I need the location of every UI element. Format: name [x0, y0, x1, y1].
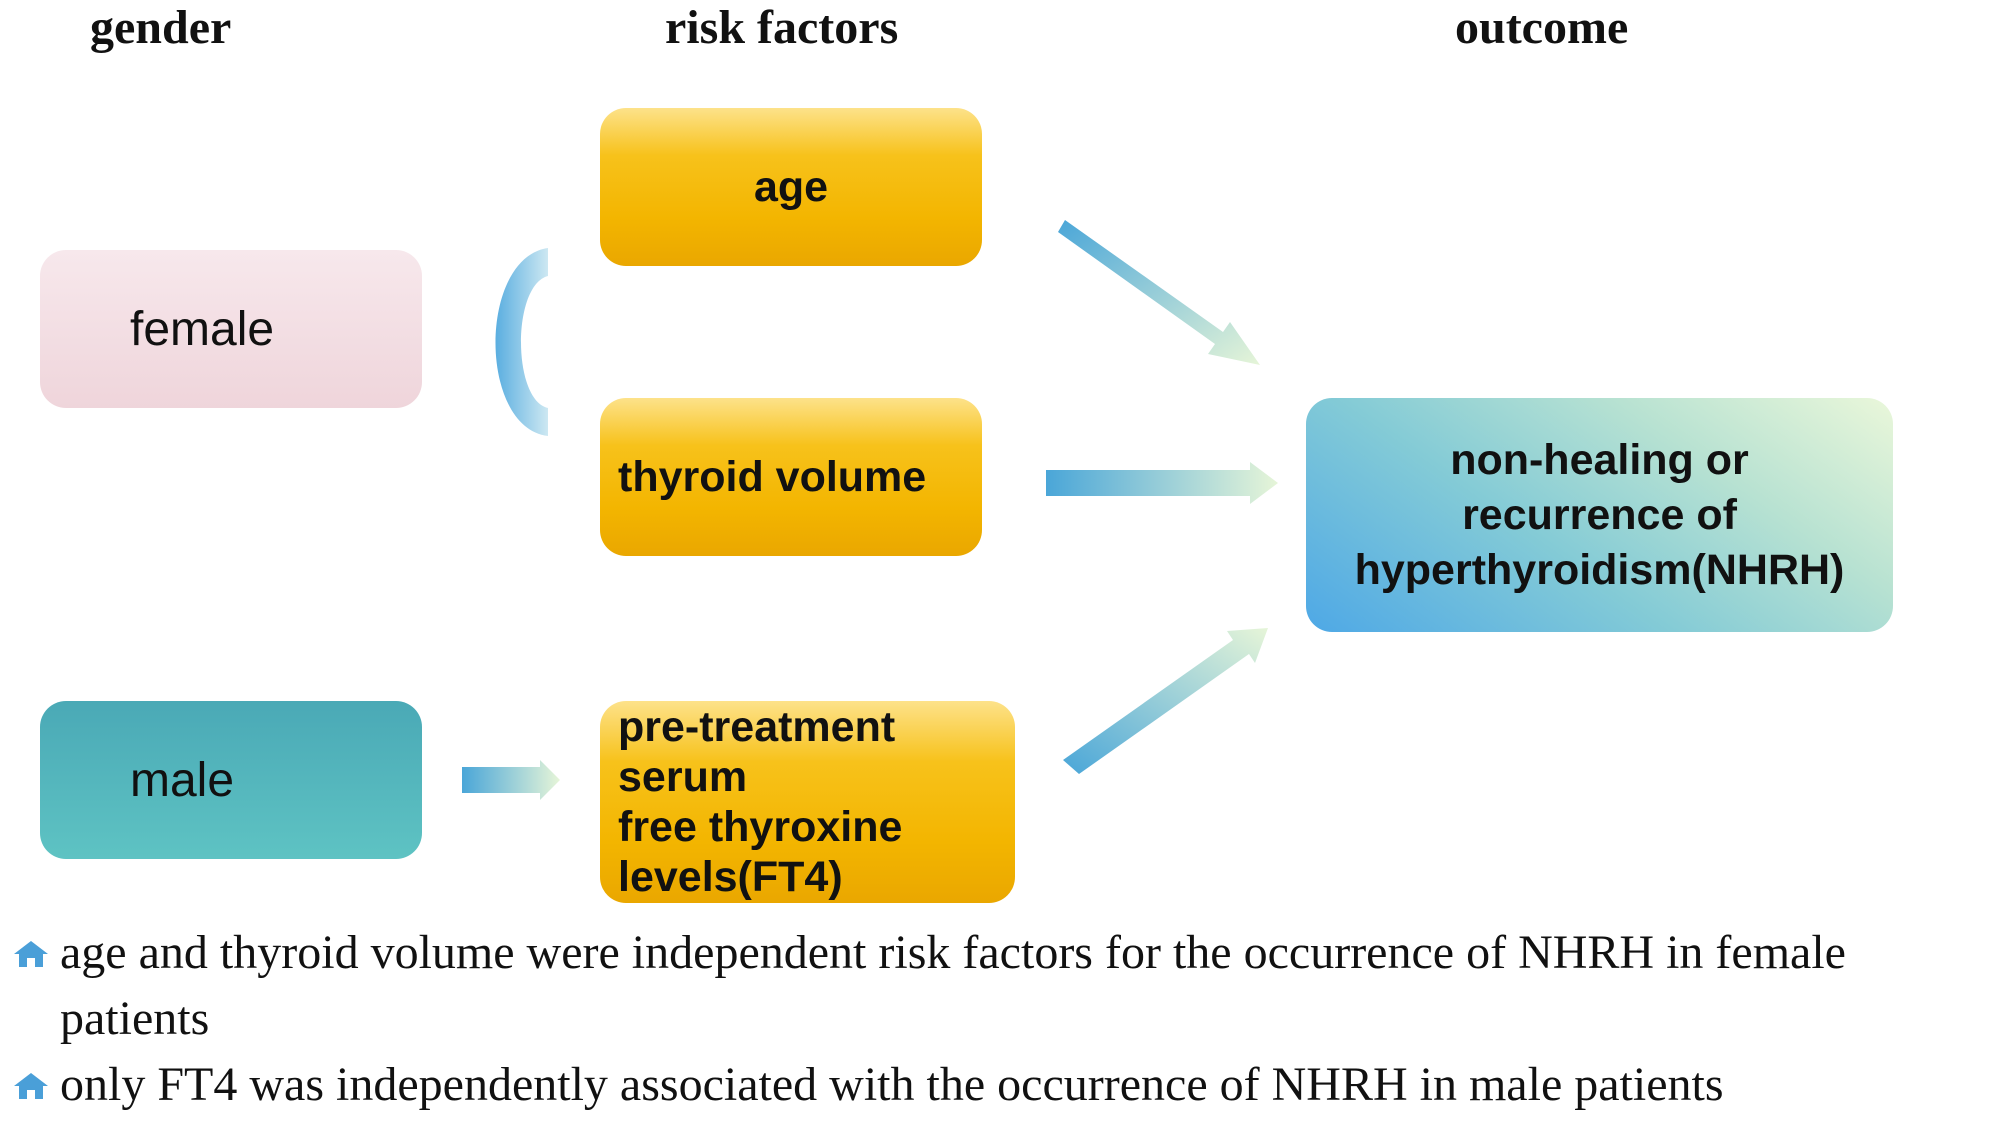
age-box: age — [600, 108, 982, 266]
house-bullet-icon — [14, 1073, 48, 1099]
female-bracket — [495, 248, 548, 436]
house-bullet-icon — [14, 941, 48, 967]
ft4-label: pre-treatment serum free thyroxine level… — [618, 702, 1015, 902]
note-text-female: age and thyroid volume were independent … — [60, 926, 1846, 1045]
male-box: male — [40, 701, 422, 859]
thyroid-volume-box: thyroid volume — [600, 398, 982, 556]
female-box: female — [40, 250, 422, 408]
outcome-box: non-healing or recurrence of hyperthyroi… — [1306, 398, 1893, 632]
outcome-label: non-healing or recurrence of hyperthyroi… — [1355, 433, 1845, 598]
outcome-label-line-3: hyperthyroidism(NHRH) — [1354, 545, 1845, 594]
header-outcome: outcome — [1455, 1, 1629, 54]
note-item: age and thyroid volume were independent … — [0, 920, 2000, 1052]
ft4-box: pre-treatment serum free thyroxine level… — [600, 701, 1015, 903]
outcome-label-line-2: recurrence of — [1462, 490, 1737, 539]
arrow-ft4-to-outcome — [1063, 628, 1268, 774]
header-risk-factors: risk factors — [665, 1, 899, 54]
ft4-label-line-3: levels(FT4) — [618, 853, 843, 901]
note-item: only FT4 was independently associated wi… — [0, 1052, 2000, 1118]
note-text-male: only FT4 was independently associated wi… — [60, 1058, 1724, 1111]
notes-list: age and thyroid volume were independent … — [0, 920, 2000, 1118]
male-label: male — [130, 753, 235, 807]
arrow-age-to-outcome — [1058, 220, 1260, 365]
ft4-label-line-2: free thyroxine — [618, 803, 903, 851]
thyroid-volume-label: thyroid volume — [618, 453, 927, 501]
arrow-thyroid-volume-to-outcome — [1046, 462, 1278, 504]
ft4-label-line-1: pre-treatment serum — [618, 703, 896, 801]
outcome-label-line-1: non-healing or — [1450, 435, 1749, 484]
female-label: female — [130, 302, 275, 356]
header-gender: gender — [90, 1, 232, 54]
age-label: age — [753, 163, 829, 211]
arrow-male-to-ft4 — [462, 760, 560, 800]
